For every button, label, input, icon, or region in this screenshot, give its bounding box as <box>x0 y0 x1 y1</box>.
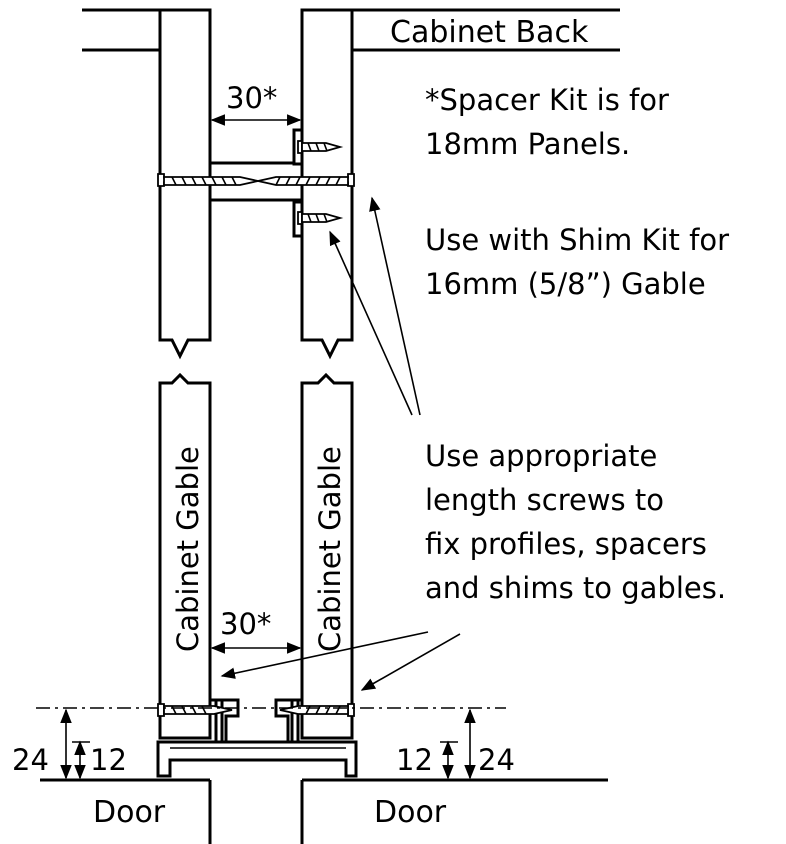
lower-gable-left <box>158 372 212 740</box>
bottom-gap-dimension: 30* <box>210 607 302 654</box>
spacer-note-line2: 18mm Panels. <box>425 127 630 161</box>
screw-note-line3: fix profiles, spacers <box>425 527 707 561</box>
screw-note: Use appropriate length screws to fix pro… <box>425 439 726 605</box>
screw-note-line2: length screws to <box>425 483 664 517</box>
door-left-label: Door <box>93 795 166 830</box>
leader-arrows <box>220 196 461 691</box>
top-spacer <box>210 161 302 202</box>
cabinet-back-label: Cabinet Back <box>390 15 589 50</box>
cabinet-back: Cabinet Back <box>82 8 620 52</box>
gable-left-label: Cabinet Gable <box>171 446 205 652</box>
shim-note-line2: 16mm (5/8”) Gable <box>425 267 706 301</box>
long-screw-top <box>157 173 355 187</box>
right-inner-dimension: 12 <box>396 743 433 777</box>
left-inner-dimension: 12 <box>90 743 127 777</box>
door-right-label: Door <box>374 795 447 830</box>
left-outer-dimension: 24 <box>12 743 49 777</box>
short-screw-top-upper <box>297 140 344 154</box>
screw-note-line1: Use appropriate <box>425 439 657 473</box>
spacer-note-line1: *Spacer Kit is for <box>425 83 669 117</box>
right-outer-dimension: 24 <box>478 743 515 777</box>
left-height-dimensions: 24 12 <box>12 708 127 780</box>
gable-right-label: Cabinet Gable <box>313 446 347 652</box>
top-gap-dimension: 30* <box>210 81 302 126</box>
shim-note-line1: Use with Shim Kit for <box>425 223 729 257</box>
lower-gable-right <box>300 372 354 740</box>
short-screw-top-lower <box>297 211 344 225</box>
top-gap-label: 30* <box>226 81 277 115</box>
screw-note-line4: and shims to gables. <box>425 571 726 605</box>
bottom-screw-right <box>279 703 355 717</box>
right-height-dimensions: 12 24 <box>396 708 515 780</box>
door-left: Door <box>40 778 212 844</box>
door-right: Door <box>300 778 608 844</box>
shim-note: Use with Shim Kit for 16mm (5/8”) Gable <box>425 223 729 301</box>
spacer-note: *Spacer Kit is for 18mm Panels. <box>425 83 669 161</box>
bottom-gap-label: 30* <box>220 607 271 641</box>
